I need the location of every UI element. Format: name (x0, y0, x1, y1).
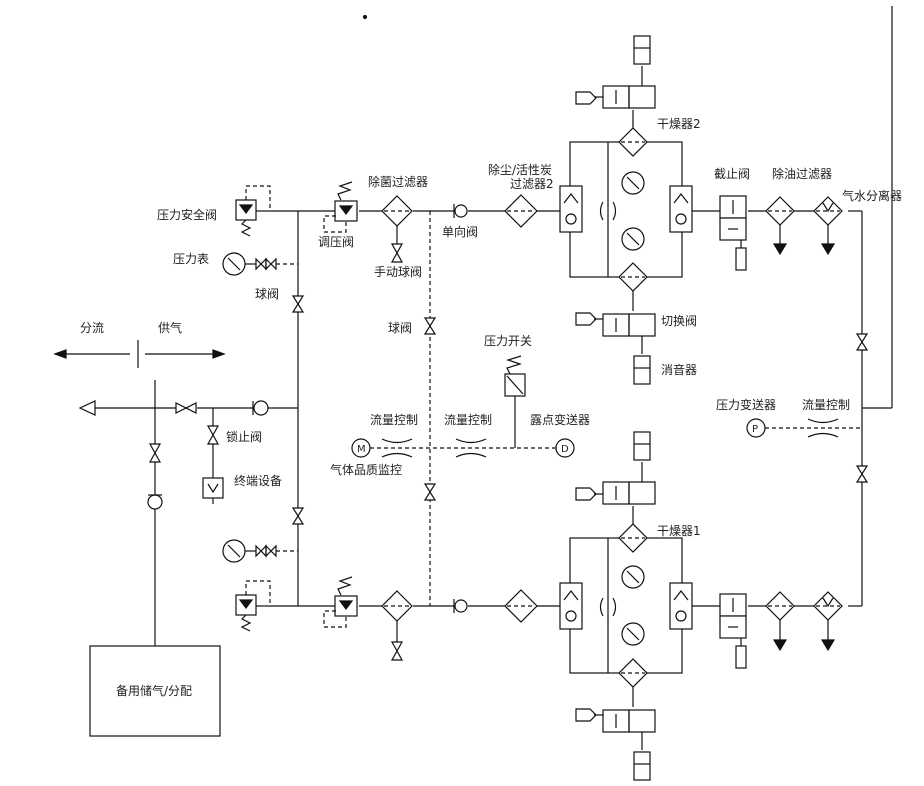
label-pressure-transmitter: 压力变送器 (716, 397, 776, 412)
air-water-separator-bottom (813, 591, 843, 652)
dryer-2 (559, 35, 693, 385)
labels: 压力安全阀 压力表 球阀 调压阀 除菌过滤器 手动球阀 单向阀 除尘/活性炭 过… (80, 117, 902, 538)
pressure-safety-valve-bottom (235, 580, 271, 632)
ball-valve-mid-upper (423, 317, 437, 335)
ball-valve-left-upper (291, 295, 305, 313)
dust-filter-top (504, 194, 538, 228)
oil-filter-bottom (765, 591, 795, 652)
label-flow-control-right: 流量控制 (802, 398, 850, 412)
sterile-filter-bottom (381, 590, 413, 661)
label-oil-filter: 除油过滤器 (772, 166, 832, 181)
backup-check-valve (147, 494, 163, 510)
supply-ball-valve (175, 402, 197, 414)
backup-ball-valve (148, 443, 162, 463)
pressure-gauge-top (222, 252, 298, 276)
label-regulator-valve: 调压阀 (318, 235, 354, 249)
terminal-device (202, 477, 224, 504)
backup-storage-box: 备用储气/分配 (89, 645, 221, 737)
lock-valve (206, 425, 220, 445)
label-pressure-gauge: 压力表 (173, 252, 209, 266)
ball-valve-left-lower (291, 507, 305, 525)
dust-filter-bottom (504, 589, 538, 623)
check-valve-bottom (453, 599, 468, 613)
backup-storage-label: 备用储气/分配 (116, 683, 192, 698)
shutoff-valve-top (719, 195, 747, 271)
ball-valve-right-upper (855, 333, 869, 351)
supply-check-valve (252, 400, 269, 416)
check-valve-top (453, 204, 468, 218)
label-lock-valve: 锁止阀 (226, 429, 262, 444)
label-diverge: 分流 (80, 321, 104, 335)
pressure-transmitter-symbol: P (746, 418, 766, 438)
pressure-safety-valve-top (235, 185, 271, 237)
ball-valve-mid-lower (423, 483, 437, 501)
pressure-letter: P (752, 424, 758, 435)
label-filter-2: 过滤器2 (510, 177, 554, 191)
regulator-valve-top (323, 181, 358, 233)
label-manual-ball-valve: 手动球阀 (374, 265, 422, 279)
label-pressure-switch: 压力开关 (484, 334, 532, 348)
label-ball-valve-mid: 球阀 (388, 321, 412, 335)
pressure-gauge-bottom (222, 539, 298, 563)
pressure-switch (504, 355, 526, 397)
shutoff-valve-bottom (719, 593, 747, 669)
gas-quality-monitor-symbol: M (351, 438, 371, 458)
label-gas-quality-monitor: 气体品质监控 (330, 462, 402, 477)
stray-dot (362, 14, 368, 20)
label-sterile-filter: 除菌过滤器 (368, 174, 428, 189)
label-dew-point-transmitter: 露点变送器 (530, 412, 590, 427)
label-switch-valve: 切换阀 (661, 314, 697, 328)
label-ball-valve-left: 球阀 (255, 287, 279, 301)
flow-control-1 (381, 438, 413, 458)
label-flow-control-2: 流量控制 (444, 413, 492, 427)
label-dryer-1: 干燥器1 (657, 524, 701, 538)
label-dust-carbon-filter: 除尘/活性炭 (488, 162, 552, 177)
label-muffler: 消音器 (661, 362, 697, 377)
dew-point-transmitter-symbol: D (555, 438, 575, 458)
label-dryer-2: 干燥器2 (657, 117, 701, 131)
label-pressure-safety-valve: 压力安全阀 (157, 207, 217, 222)
label-terminal-device: 终端设备 (234, 473, 282, 488)
label-air-water-separator: 气水分离器 (842, 188, 902, 203)
label-shutoff-valve: 截止阀 (714, 167, 750, 181)
flow-control-2 (455, 438, 487, 458)
oil-filter-top (765, 196, 795, 256)
ball-valve-right-lower (855, 465, 869, 483)
dryer-1 (559, 431, 693, 781)
dew-letter: D (561, 444, 569, 455)
label-check-valve: 单向阀 (442, 224, 478, 239)
flow-arrows (53, 349, 226, 416)
label-flow-control-1: 流量控制 (370, 413, 418, 427)
regulator-valve-bottom (323, 576, 358, 628)
main-pipework (60, 6, 893, 646)
monitor-letter: M (357, 444, 366, 455)
flow-control-right (807, 418, 839, 438)
sterile-filter-top (381, 195, 413, 263)
label-supply: 供气 (158, 320, 182, 335)
air-water-separator-top (813, 196, 843, 256)
